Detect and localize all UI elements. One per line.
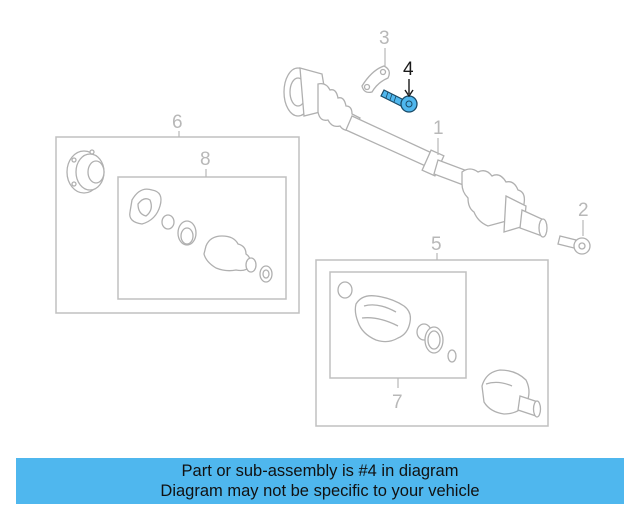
- banner-line-1: Part or sub-assembly is #4 in diagram: [181, 462, 459, 480]
- bolt-part-2: [557, 235, 591, 255]
- lock-plate-part-3: [361, 65, 390, 94]
- kit-box-8: [117, 176, 287, 300]
- callout-3: 3: [379, 28, 390, 49]
- parts-diagram: 1 2 3 4 6 8: [55, 28, 591, 427]
- callout-2: 2: [578, 200, 589, 221]
- info-banner: Part or sub-assembly is #4 in diagram Di…: [16, 458, 624, 504]
- callout-8: 8: [200, 149, 211, 170]
- assembly-box-6: [55, 136, 300, 314]
- callout-6: 6: [172, 112, 183, 133]
- axle-shaft-assembly: [283, 67, 548, 238]
- boot-kit-parts-7: [337, 281, 457, 363]
- assembly-box-5: [315, 259, 549, 427]
- callout-1: 1: [433, 118, 444, 139]
- outer-cv-joint: [481, 369, 542, 418]
- callout-4: 4: [403, 59, 414, 80]
- boot-kit-parts-8: [129, 188, 273, 283]
- banner-line-2: Diagram may not be specific to your vehi…: [160, 482, 480, 500]
- wheel-bearing-flange: [66, 149, 105, 194]
- callout-5: 5: [431, 234, 442, 255]
- leader-arrow-4: [404, 89, 414, 98]
- callout-7: 7: [392, 392, 403, 413]
